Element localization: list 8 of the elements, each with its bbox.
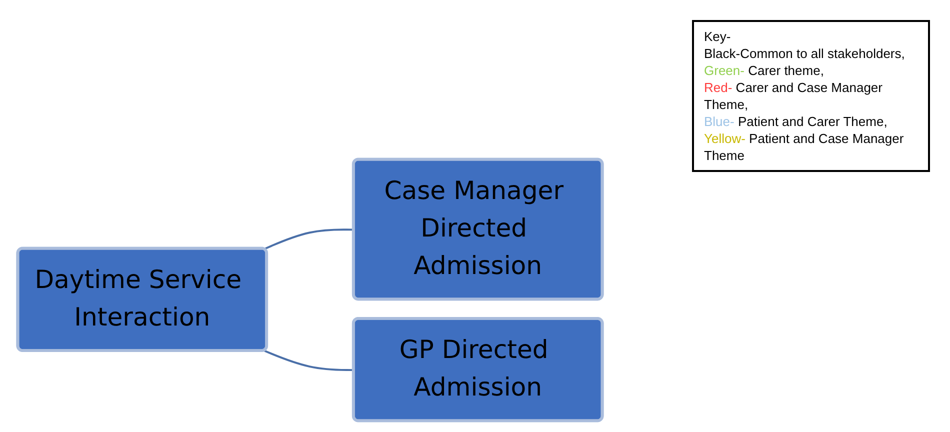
legend-entry: Red- Carer and Case Manager Theme,: [704, 79, 884, 113]
legend-title: Key-: [704, 28, 732, 45]
legend-entry: Yellow- Patient and Case Manager Theme: [704, 130, 905, 164]
legend-entry: Black-Common to all stakeholders,: [704, 45, 906, 62]
connector: [264, 228, 354, 250]
legend-entry: Blue- Patient and Carer Theme,: [704, 113, 888, 130]
connector: [264, 350, 354, 372]
legend-entry: Green- Carer theme,: [704, 62, 825, 79]
